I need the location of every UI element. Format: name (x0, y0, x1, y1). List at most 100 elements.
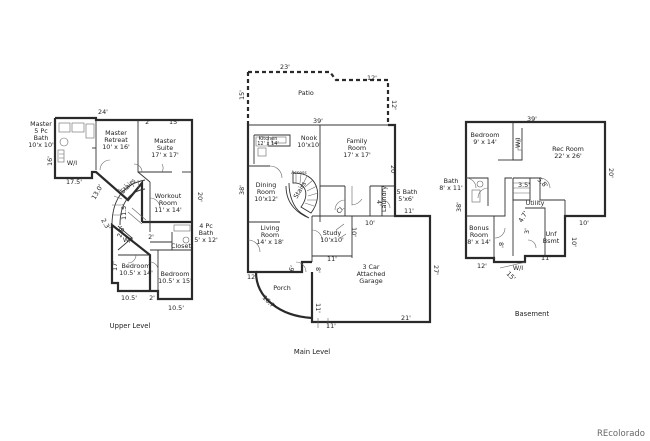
room-nook-l1: Nook (301, 134, 318, 142)
room-4pc-bath-l1: 4 Pc (199, 222, 213, 230)
room-laundry: Laundry (380, 186, 388, 212)
main-access-label: Access (291, 170, 307, 176)
dim-upper-2-3: 2.3' (99, 217, 112, 232)
room-master-bath-dim: 10'x 10' (28, 141, 54, 149)
room-basement-bedroom-dim: 9' x 14' (473, 138, 497, 146)
room-workout-l1: Workout (155, 192, 182, 200)
room-bedroom-b-dim: 10.5' x 15' (158, 277, 192, 285)
dim-basement-10: 10' (579, 219, 589, 227)
dim-main-21: 21' (401, 314, 411, 322)
dim-upper-11-5: 11.5' (120, 204, 128, 220)
room-porch: Porch (273, 284, 291, 292)
dim-main-12: 12' (367, 74, 377, 82)
dim-upper-2-c: 2' (149, 294, 155, 302)
dim-main-11-a: 11' (404, 207, 414, 215)
room-master-bath-l1: Master (30, 120, 52, 128)
dim-upper-13: 13.0' (90, 183, 105, 201)
dim-basement-6-1: 5.8' (536, 176, 550, 190)
dim-upper-15: 15' (169, 118, 179, 126)
dim-basement-39: 39' (527, 115, 537, 123)
room-master-retreat-l2: Retreat (104, 136, 128, 144)
room-garage-l2: Attached (357, 270, 386, 278)
dim-main-11-d: 11' (314, 303, 322, 313)
dim-basement-12: 12' (477, 262, 487, 270)
room-garage-l3: Garage (359, 277, 382, 285)
room-patio: Patio (298, 89, 314, 97)
dim-basement-20: 20' (607, 168, 615, 178)
room-nook-dim: 10'x10' (297, 141, 321, 149)
dim-upper-2-8: 2.8' (115, 225, 127, 239)
dim-main-12-c: 12' (247, 273, 257, 281)
room-study-l1: Study (323, 229, 342, 237)
room-living-l2: Room (261, 231, 279, 239)
room-half-bath-dim: 5'x6' (398, 195, 414, 203)
dim-basement-38: 38' (455, 202, 463, 212)
room-upper-closet: Closet (171, 242, 191, 250)
room-family-l1: Family (347, 137, 368, 145)
room-unf-bsmt-l1: Unf (546, 230, 558, 238)
room-bonus-dim: 8' x 14' (467, 238, 491, 246)
room-upper-walk-in: W/I (67, 159, 77, 167)
room-bonus-l1: Bonus (469, 224, 489, 232)
dim-main-10-a: 10' (365, 219, 375, 227)
room-kitchen-dim: 12' x 14' (257, 141, 279, 147)
room-basement-bath-dim: 8' x 11' (439, 184, 463, 192)
room-kitchen-l1: Kitchen (259, 136, 278, 142)
room-master-bath-l2: 5 Pc (34, 127, 48, 135)
room-utility: Utility (526, 199, 545, 207)
room-dining-dim: 10'x12' (254, 195, 278, 203)
room-master-suite-l1: Master (154, 137, 176, 145)
dim-main-16-7: 16.7' (261, 294, 278, 311)
dim-main-27: 27' (432, 265, 440, 275)
dim-main-10-b: 10' (350, 227, 358, 237)
dim-upper-24: 24' (98, 108, 108, 116)
room-master-retreat-l1: Master (105, 129, 127, 137)
dim-basement-4-7: 4.7' (517, 209, 530, 224)
dim-main-11-c: 11' (326, 322, 336, 330)
dim-basement-8: 8' (497, 242, 505, 248)
recolorado-watermark: REcolorado (597, 429, 645, 439)
room-half-bath-l1: .5 Bath (395, 188, 418, 196)
dim-main-15: 15' (238, 90, 246, 100)
room-basement-wi: W/I (514, 138, 522, 148)
dim-basement-10-b: 10' (570, 237, 578, 247)
dim-basement-3: 3' (523, 228, 531, 234)
room-basement-wi-2: W/I (513, 264, 523, 272)
dim-main-12-b: 12' (390, 100, 398, 110)
room-basement-bedroom-l1: Bedroom (471, 131, 500, 139)
dim-upper-2-b: 2' (148, 233, 154, 241)
room-bonus-l2: Room (470, 231, 488, 239)
room-4pc-bath-dim: 5' x 12' (194, 236, 218, 244)
dim-upper-16: 16' (46, 156, 54, 166)
room-study-dim: 10'x10' (320, 236, 344, 244)
room-family-l2: Room (348, 144, 366, 152)
upper-level-caption: Upper Level (110, 322, 151, 330)
dim-main-6: 6' (287, 264, 297, 272)
dim-basement-3-5: 3.5' (518, 181, 530, 189)
main-level-plan (246, 70, 432, 328)
dim-upper-2-a: 2' (145, 118, 151, 126)
room-workout-l2: Room (159, 199, 177, 207)
room-closet: Cl. (335, 204, 347, 216)
room-workout-dim: 11' x 14' (154, 206, 182, 214)
room-master-retreat-dim: 10' x 16' (102, 143, 130, 151)
dim-upper-10-5-b: 10.5' (168, 304, 184, 312)
room-bedroom-a-dim: 10.5' x 14' (119, 269, 153, 277)
upper-level-plan (53, 116, 194, 301)
basement-caption: Basement (515, 310, 550, 318)
room-upper-walk-in-2: W/I (123, 236, 133, 244)
basement-plan (464, 120, 607, 269)
dim-main-38: 38' (238, 185, 246, 195)
room-dining-l1: Dining (256, 181, 277, 189)
dim-main-20: 20' (389, 165, 397, 175)
dim-upper-17: 17' (111, 261, 119, 271)
dim-upper-10-5-a: 10.5' (121, 294, 137, 302)
room-family-dim: 17' x 17' (343, 151, 371, 159)
dim-main-39: 39' (313, 117, 323, 125)
room-garage-l1: 3 Car (362, 263, 379, 271)
room-master-suite-l2: Suite (157, 144, 173, 152)
dim-main-4: 4' (375, 200, 383, 206)
room-living-dim: 14' x 18' (256, 238, 284, 246)
dim-main-11-b: 11' (327, 255, 337, 263)
